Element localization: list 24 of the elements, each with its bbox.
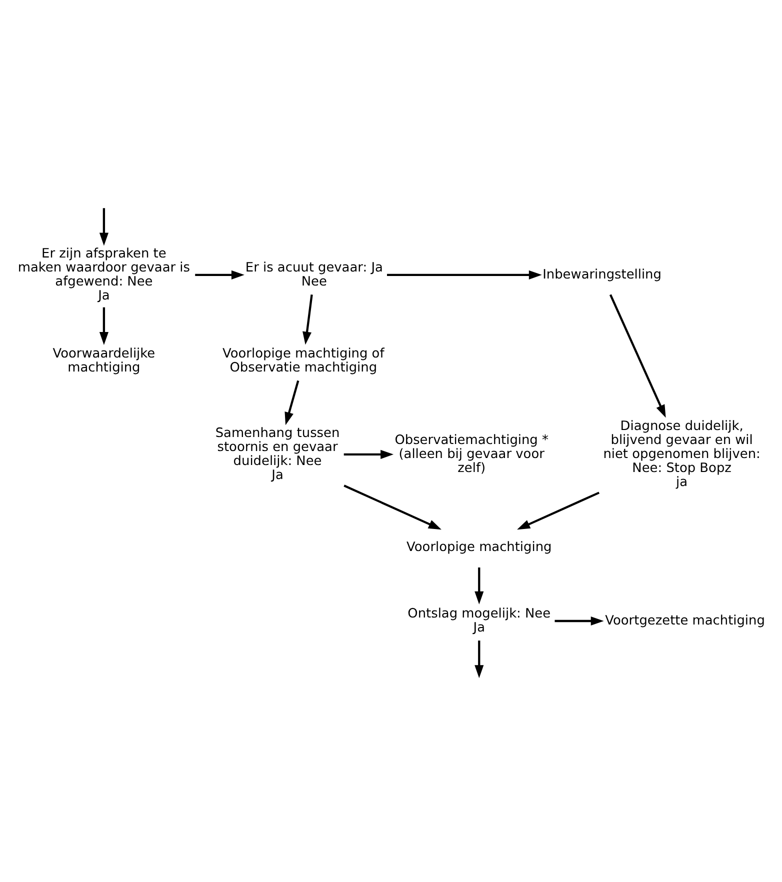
arrow — [344, 484, 442, 530]
arrow — [302, 294, 313, 344]
node-text: Voorlopige machtiging — [406, 540, 552, 555]
arrow — [99, 208, 108, 246]
arrow — [517, 491, 600, 530]
arrow — [195, 270, 244, 279]
arrow — [554, 616, 604, 626]
arrow — [474, 566, 484, 604]
node-text: Observatiemachtiging * (alleen bij gevaar voor zelf) — [394, 432, 548, 476]
arrow — [99, 306, 108, 344]
node-text: Diagnose duidelijk, blijvend gevaar en wil niet opgenomen blijven: Nee: Stop Bopz ja — [603, 418, 760, 490]
node-text: Samenhang tussen stoornis en gevaar duidelijk: Nee Ja — [215, 425, 340, 482]
node-text: Er is acuut gevaar: Ja Nee — [245, 260, 383, 289]
node-text: Voorlopige machtiging of Observatie machtiging — [222, 346, 384, 376]
arrow — [387, 270, 542, 279]
arrow — [284, 380, 300, 425]
arrow — [344, 449, 394, 458]
node-text: Er zijn afspraken te maken waardoor gevaar is afgewend: Nee Ja — [18, 246, 190, 303]
arrow — [474, 640, 484, 678]
node-text: Voorwaardelijke machtiging — [52, 346, 156, 376]
node-text: Inbewaringstelling — [542, 266, 662, 282]
arrow — [609, 294, 666, 418]
node-text: Ontslag mogelijk: Nee Ja — [408, 606, 551, 635]
node-text: Voortgezette machtiging — [605, 612, 765, 628]
